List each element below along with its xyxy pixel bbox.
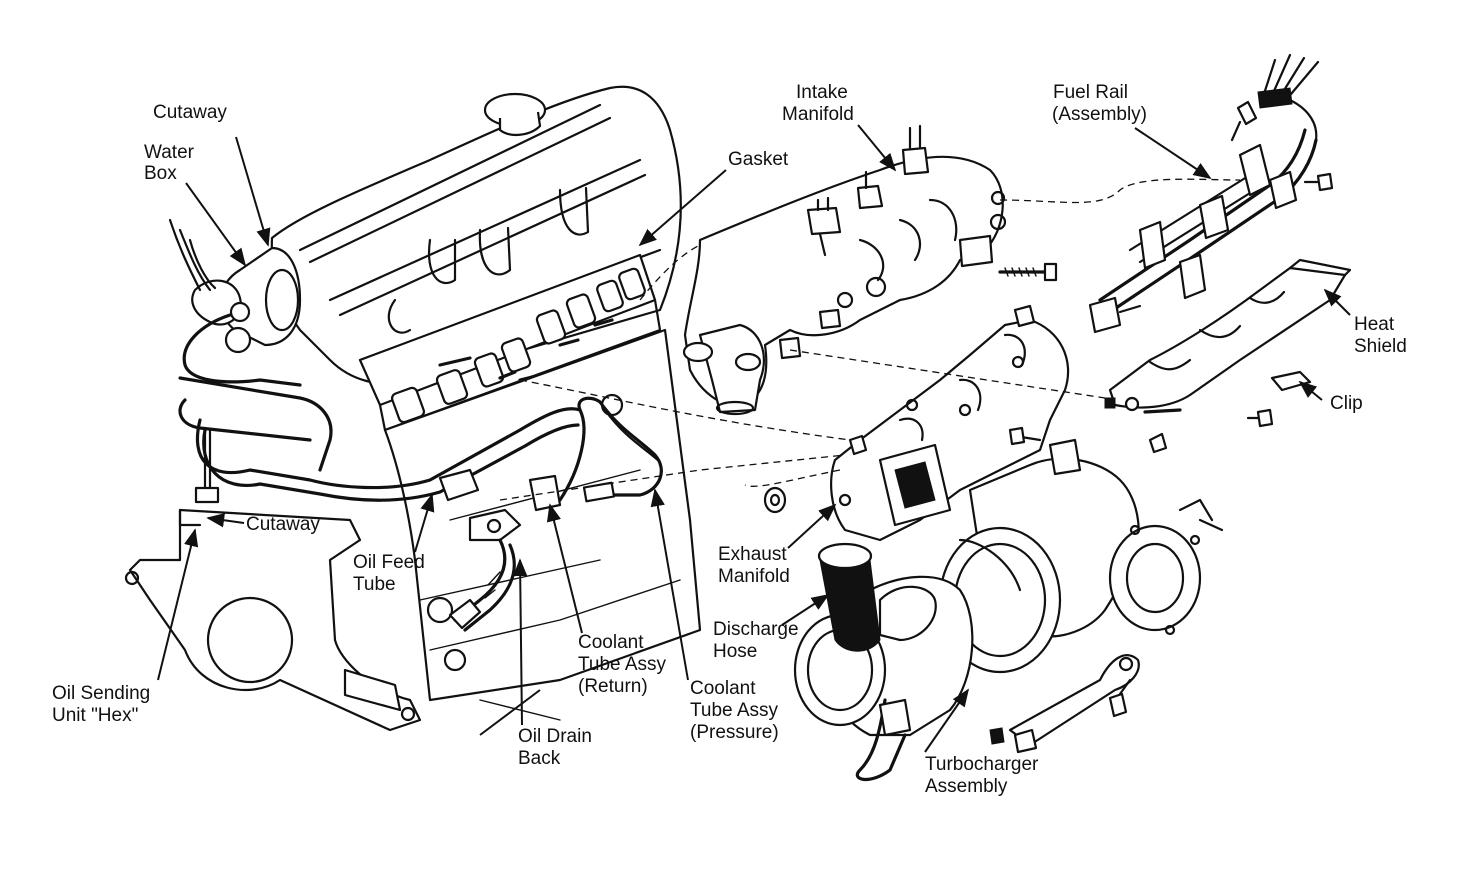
label-cutaway-bottom: Cutaway (246, 514, 320, 535)
label-oil-sending-unit: Oil Sending Unit "Hex" (52, 683, 156, 726)
label-gasket: Gasket (728, 149, 789, 170)
label-heat-shield: Heat Shield (1354, 314, 1407, 357)
oil-sending-unit-hex (194, 486, 220, 504)
label-discharge-hose: Discharge Hose (713, 619, 804, 662)
heat-shield (1104, 258, 1352, 428)
coolant-tube-return-pipe (558, 396, 602, 502)
label-clip: Clip (1330, 393, 1363, 414)
turbo-support-bracket (989, 654, 1140, 754)
label-oil-feed-tube: Oil Feed Tube (353, 552, 430, 595)
label-turbocharger-assembly: Turbocharger Assembly (925, 754, 1044, 797)
fuel-rail-assembly (1088, 53, 1334, 334)
oil-drain-back-flange (468, 508, 522, 542)
exhaust-manifold (763, 304, 1168, 542)
leader-lines (157, 124, 1351, 753)
label-coolant-tube-return: Coolant Tube Assy (Return) (578, 632, 671, 697)
clip (1270, 370, 1312, 392)
label-water-box: Water Box (144, 142, 199, 184)
intake-manifold (682, 124, 1058, 416)
label-intake-manifold: Intake Manifold (782, 82, 854, 125)
label-coolant-tube-pressure: Coolant Tube Assy (Pressure) (690, 678, 783, 743)
intake-sensor-fitting (901, 146, 930, 176)
label-exhaust-manifold: Exhaust Manifold (718, 544, 792, 587)
coolant-tube-upper (182, 313, 302, 387)
label-oil-drain-back: Oil Drain Back (518, 726, 597, 769)
label-fuel-rail: Fuel Rail (Assembly) (1052, 82, 1147, 125)
assembly-guide-lines (499, 178, 1241, 501)
label-cutaway-top: Cutaway (153, 102, 227, 123)
engine-assembly (124, 85, 702, 732)
turbocharger-assembly (793, 426, 1224, 781)
callout-labels: Cutaway Water Box Intake Manifold Fuel R… (52, 82, 1407, 797)
